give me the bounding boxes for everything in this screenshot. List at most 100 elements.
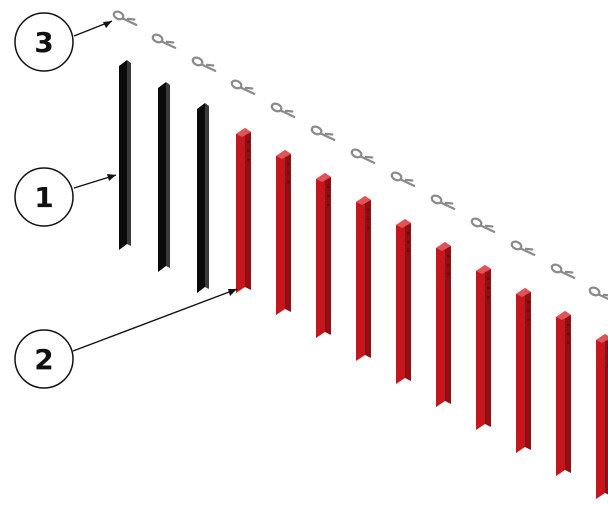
retaining-pins-row [112,10,608,302]
red-bar [476,265,491,430]
bar-hole [286,162,290,166]
red-bar-front [596,334,605,499]
retaining-pin [390,171,416,187]
red-bar-side [605,334,608,495]
bar-hole [526,309,530,313]
black-bar-front [197,103,205,293]
red-bar-front [556,311,565,476]
black-bars-group [119,60,209,293]
retaining-pin [470,217,496,233]
pin-shank [200,63,217,72]
red-bar-top [236,128,251,137]
bar-hole [486,277,490,281]
bar-hole [326,185,330,189]
red-bar-front [516,288,525,453]
black-bar-side [166,82,170,268]
red-bar-side [285,150,291,312]
bar-hole [326,203,330,207]
retaining-pin [430,194,456,210]
red-bar-top [396,219,411,228]
red-bar-front [356,196,365,361]
pin-shank [160,40,177,49]
pin-shank [439,201,456,210]
callout-3-circle [14,12,74,72]
bar-hole [406,231,410,235]
red-bar-side [485,265,491,427]
callout-2: 2 [14,329,74,389]
bar-hole [246,149,250,153]
pin-shank [359,155,376,164]
bar-hole [566,341,570,345]
bar-hole [366,217,370,221]
red-bar [316,173,331,338]
arrowhead-1 [107,174,116,181]
pin-shank [559,270,576,279]
black-bar-front [119,60,127,250]
retaining-pin [350,148,376,164]
red-bar-top [356,196,371,205]
bar-hole [486,286,490,290]
bar-hole [286,171,290,175]
red-bar-front [436,242,445,407]
pin-shank [479,224,496,233]
callout-3: 3 [14,12,74,72]
bar-hole [566,332,570,336]
bar-hole [486,295,490,299]
red-bar-top [476,265,491,274]
red-bar-front [276,150,285,315]
retaining-pin [550,263,576,279]
red-bar [276,150,291,315]
pin-shank [519,247,536,256]
bar-hole [326,194,330,198]
bar-hole [406,240,410,244]
callout-1-label: 1 [34,181,53,214]
red-bar [396,219,411,384]
callout-2-circle [14,329,74,389]
bar-hole [446,272,450,276]
callout-1-circle [14,167,74,227]
red-bar-side [565,311,571,473]
red-bar [236,128,251,293]
bar-hole [246,140,250,144]
bar-hole [566,323,570,327]
arrowhead-3 [103,21,112,28]
retaining-pin [310,125,336,141]
red-bar-top [516,288,531,297]
black-bar-front [158,82,166,272]
red-bar-side [325,173,331,335]
bar-hole [446,263,450,267]
red-bar-front [396,219,405,384]
red-bar-top [556,311,571,320]
bar-hole [446,254,450,258]
retaining-pin [112,10,138,26]
retaining-pin [230,79,256,95]
leader-arrowheads [103,21,237,296]
bar-hole [526,318,530,322]
retaining-pin [510,240,536,256]
red-bar [556,311,571,476]
red-bar [436,242,451,407]
red-bar-side [405,219,411,381]
red-bar-front [236,128,245,293]
pin-shank [319,132,336,141]
red-bar [596,334,608,499]
black-bar-side [127,60,131,246]
bar-hole [366,208,370,212]
red-bars-group [236,128,608,499]
arrowhead-2 [228,289,237,296]
pin-shank [399,178,416,187]
callout-1: 1 [14,167,74,227]
red-bar-top [276,150,291,159]
red-bar-top [316,173,331,182]
red-bar-top [596,334,608,343]
red-bar-side [245,128,251,290]
bar-hole [366,226,370,230]
bar-hole [406,249,410,253]
red-bar-front [476,265,485,430]
pin-shank [121,17,138,26]
black-bar-side [205,103,209,289]
black-bar [158,82,170,272]
pin-shank [279,109,296,118]
retaining-pin [191,56,217,72]
